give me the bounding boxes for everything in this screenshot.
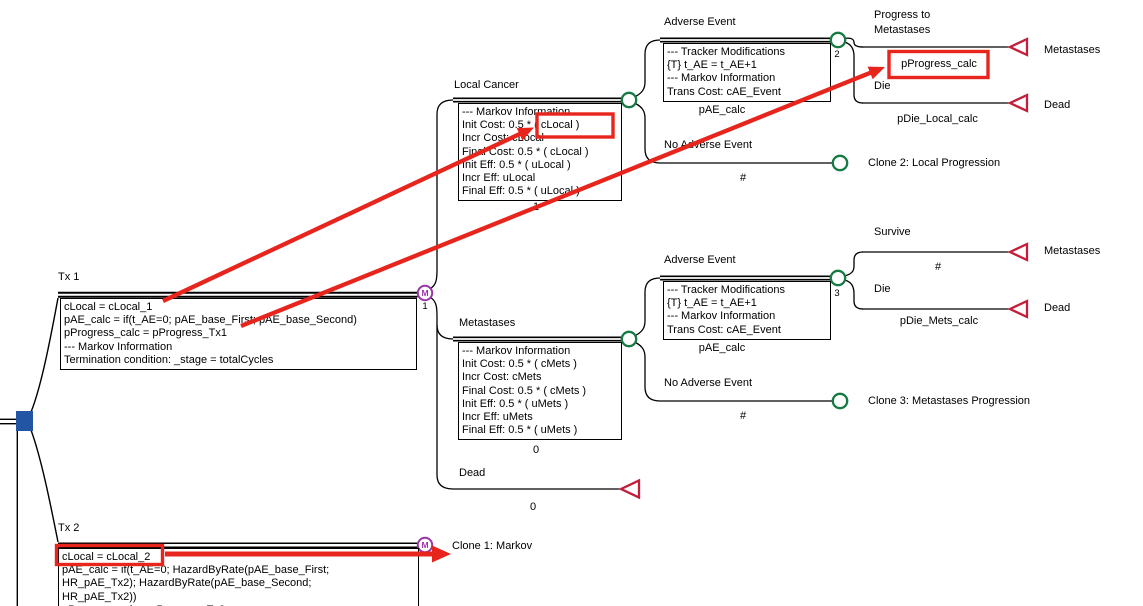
clone-label-local-progression[interactable]: Clone 2: Local Progression — [868, 157, 1001, 169]
terminal-node-icon-survive[interactable] — [1007, 242, 1029, 262]
branch-label-metastases[interactable]: Metastases — [459, 317, 516, 329]
branch-label-survive[interactable]: Survive — [874, 226, 911, 238]
arrow-head-pprogress — [867, 66, 885, 80]
probability-label-die-mets[interactable]: pDie_Mets_calc — [899, 315, 979, 327]
probability-label-ae2[interactable]: pAE_calc — [698, 342, 746, 354]
branch-label-die-mets[interactable]: Die — [874, 283, 891, 295]
chance-node-icon-adverse-event-2[interactable] — [829, 269, 847, 287]
branch-label-tx2[interactable]: Tx 2 — [58, 522, 80, 534]
branch-label-die-local[interactable]: Die — [874, 80, 891, 92]
decision-node-icon[interactable] — [16, 411, 33, 431]
root-connector-lines — [0, 297, 59, 606]
tracker-box-adverse-event-1[interactable]: --- Tracker Modifications {T} t_AE = t_A… — [663, 43, 831, 102]
branch-label-tx1[interactable]: Tx 1 — [58, 271, 80, 283]
value-label-metastases[interactable]: 0 — [532, 444, 540, 456]
chance-node-icon-adverse-event-1[interactable] — [829, 31, 847, 49]
markov-info-box-local-cancer[interactable]: --- Markov Information Init Cost: 0.5 * … — [458, 103, 622, 202]
branch-label-dead[interactable]: Dead — [459, 467, 486, 479]
clone-label-metastases-progression[interactable]: Clone 3: Metastases Progression — [868, 395, 1031, 407]
clone-node-icon-no-adverse-event-1[interactable] — [831, 154, 849, 172]
value-label-local-cancer[interactable]: 1 — [532, 201, 540, 213]
branch-label-no-adverse-event-1[interactable]: No Adverse Event — [664, 139, 753, 151]
clone-label-markov[interactable]: Clone 1: Markov — [452, 540, 533, 552]
markov-info-box-metastases[interactable]: --- Markov Information Init Cost: 0.5 * … — [458, 342, 622, 441]
terminal-node-icon-die-mets[interactable] — [1007, 299, 1029, 319]
terminal-state-label-metastases-1[interactable]: Metastases — [1044, 44, 1101, 56]
terminal-state-label-dead-2[interactable]: Dead — [1044, 302, 1071, 314]
variables-box-tx2[interactable]: cLocal = cLocal_2 pAE_calc = if(t_AE=0; … — [58, 548, 419, 606]
terminal-node-icon-progress[interactable] — [1007, 37, 1029, 57]
branch-label-progress-to-metastases[interactable]: Progress to Metastases — [874, 9, 931, 36]
branch-label-local-cancer[interactable]: Local Cancer — [454, 79, 519, 91]
node-number-markov-1: 1 — [422, 301, 428, 312]
markov-node-letter-tx1: M — [421, 288, 429, 298]
probability-label-die-local[interactable]: pDie_Local_calc — [897, 113, 978, 125]
node-number-chance-3: 3 — [834, 288, 840, 299]
markov-node-letter-tx2: M — [421, 540, 429, 550]
branch-label-adverse-event-1[interactable]: Adverse Event — [664, 16, 736, 28]
probability-label-ae1[interactable]: pAE_calc — [698, 104, 746, 116]
terminal-state-label-metastases-2[interactable]: Metastases — [1044, 245, 1101, 257]
probability-label-no-ae2[interactable]: # — [739, 410, 747, 422]
probability-label-no-ae1[interactable]: # — [739, 172, 747, 184]
branch-label-adverse-event-2[interactable]: Adverse Event — [664, 254, 736, 266]
node-number-chance-2: 2 — [834, 49, 840, 60]
terminal-state-label-dead-1[interactable]: Dead — [1044, 99, 1071, 111]
branch-label-no-adverse-event-2[interactable]: No Adverse Event — [664, 377, 753, 389]
tracker-box-adverse-event-2[interactable]: --- Tracker Modifications {T} t_AE = t_A… — [663, 281, 831, 340]
probability-label-progress[interactable]: pProgress_calc — [901, 58, 977, 70]
terminal-node-icon-dead[interactable] — [618, 478, 641, 500]
arrow-head-clone-markov — [432, 545, 451, 563]
chance-node-icon-metastases[interactable] — [620, 330, 638, 348]
value-label-dead[interactable]: 0 — [529, 501, 537, 513]
terminal-node-icon-die-local[interactable] — [1007, 93, 1029, 113]
chance-node-icon-local-cancer[interactable] — [620, 91, 638, 109]
clone-node-icon-no-adverse-event-2[interactable] — [831, 392, 849, 410]
variables-box-tx1[interactable]: cLocal = cLocal_1 pAE_calc = if(t_AE=0; … — [60, 298, 417, 371]
probability-label-survive[interactable]: # — [934, 261, 942, 273]
